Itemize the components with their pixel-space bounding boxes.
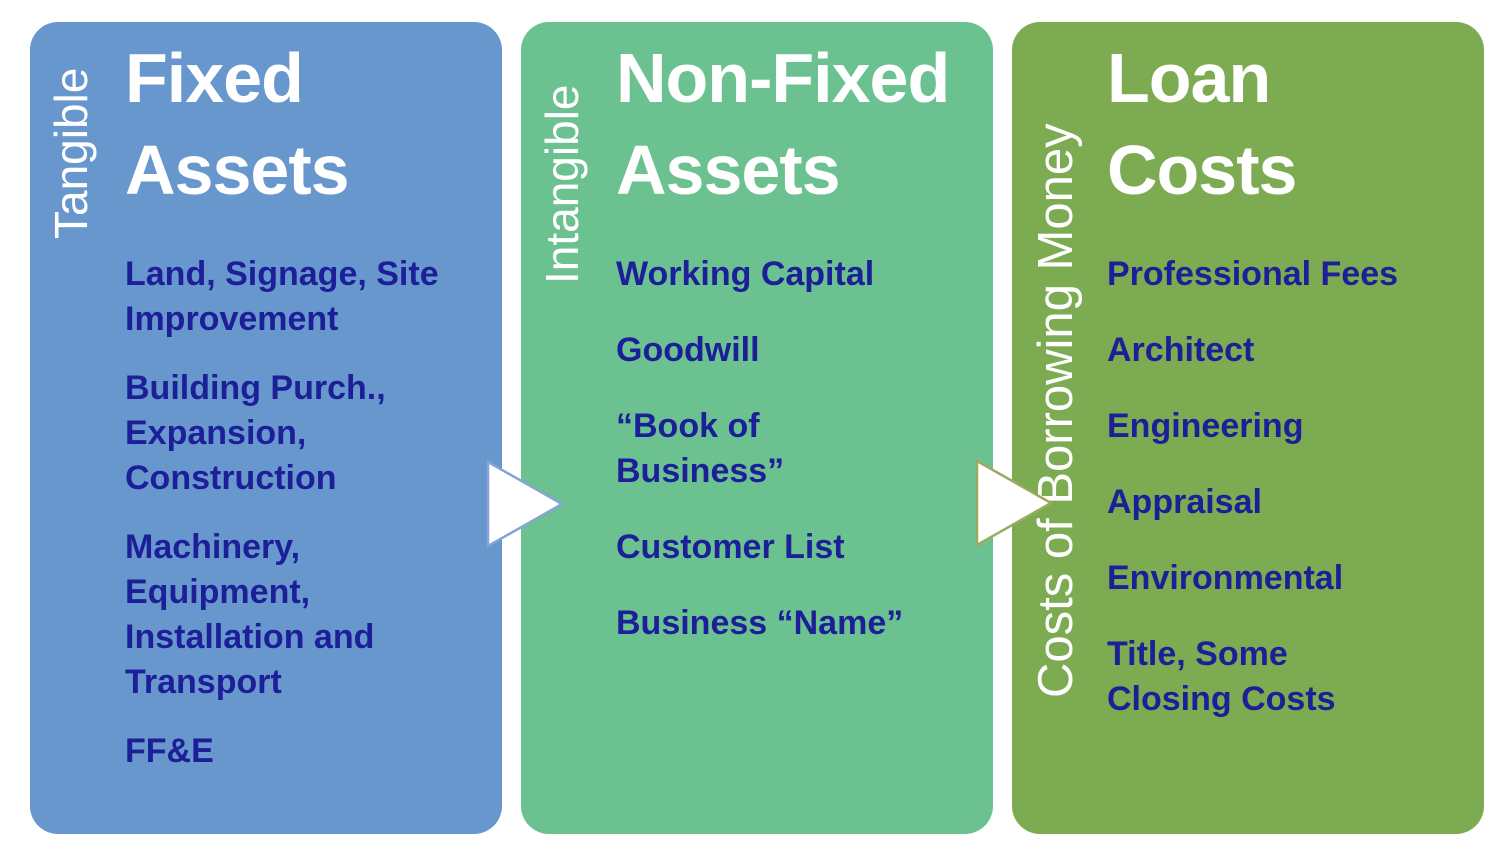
list-item: Working Capital [616,255,875,293]
vertical-label: Tangible [45,67,97,239]
list-item: Engineering [1107,407,1304,445]
list-item: FF&E [125,732,214,770]
list-item: Architect [1107,331,1255,369]
column-title: Loan Costs [1107,39,1297,209]
column-title: Fixed Assets [125,39,350,209]
list-item: Land, Signage, Site Improvement [125,255,439,338]
list-item: Environmental [1107,559,1344,597]
list-item: Machinery, Equipment, Installation and T… [125,528,375,701]
vertical-label: Intangible [536,84,588,285]
column-costs-of-borrowing-loan-costs: Costs of Borrowing Money Loan Costs Prof… [1012,22,1484,834]
list-item: Appraisal [1107,483,1262,521]
list-item: Building Purch., Expansion, Construction [125,369,386,497]
column-title: Non-Fixed Assets [616,39,950,209]
list-item: Business “Name” [616,604,904,642]
column-intangible-non-fixed-assets: Intangible Non-Fixed Assets Working Capi… [521,22,993,834]
list-item: Goodwill [616,331,760,369]
column-tangible-fixed-assets: Tangible Fixed Assets Land, Signage, Sit… [30,22,502,834]
right-arrow-icon [975,458,1054,548]
list-item: Professional Fees [1107,255,1399,293]
list-item: Title, Some Closing Costs [1107,635,1336,718]
list-item: Customer List [616,528,845,566]
right-arrow-icon [486,459,565,549]
vertical-label: Costs of Borrowing Money [1029,123,1083,698]
list-item: “Book of Business” [616,407,785,490]
